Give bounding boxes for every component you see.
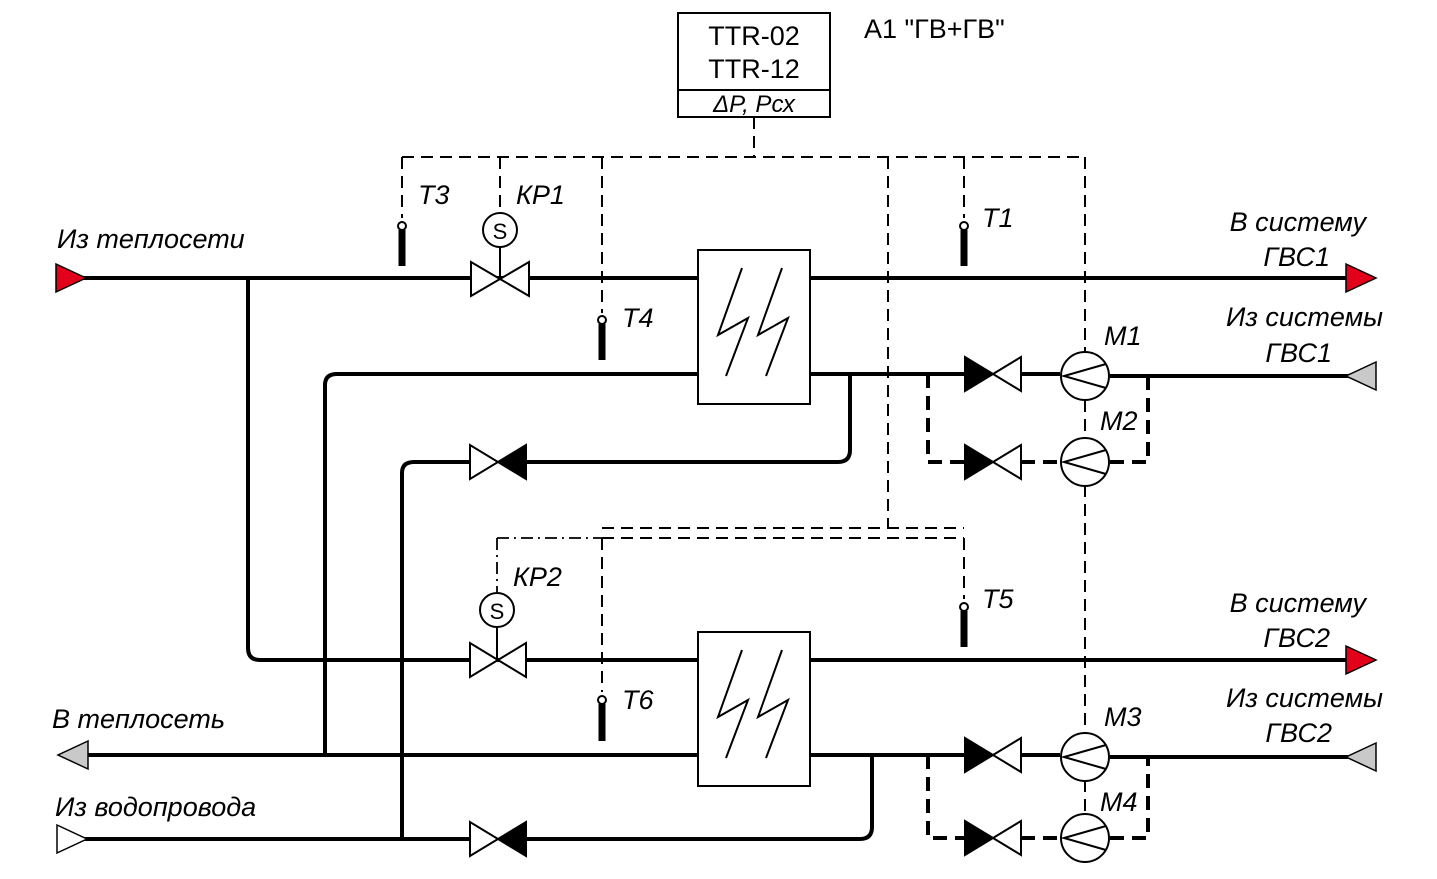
controller-inputs: ΔP, Pсх [712,91,796,118]
label-from-dhw1-line1: Из системы [1226,302,1383,332]
heat-exchanger-1 [697,249,811,405]
signal-lines [401,117,1086,815]
arrow-to-dhw2 [1345,644,1378,676]
arrow-to-dhw1 [1345,262,1378,294]
label-t3: T3 [418,180,450,210]
label-to-heat-network: В теплосеть [52,704,225,734]
pump-icon [1060,351,1110,401]
label-m4: M4 [1100,787,1138,817]
label-from-heat-network: Из теплосети [57,224,245,254]
pump-m3 [1021,732,1110,782]
control-valve-kr1: S [470,212,530,298]
arrow-to-heat-network [56,739,89,771]
flow-arrows [55,262,1378,855]
label-from-dhw2-line1: Из системы [1226,683,1383,713]
label-t4: T4 [622,303,654,333]
heat-exchanger-2 [697,631,811,787]
sensor-t4 [597,315,607,360]
actuator-icon [479,592,515,628]
actuator-icon [482,212,518,248]
pump-icon [1060,732,1110,782]
pump-m2 [1021,437,1110,487]
controller-model-1: TTR-02 [708,21,800,51]
sensor-t6 [597,695,607,741]
label-m1: M1 [1104,321,1142,351]
label-kr1: КР1 [516,180,565,210]
actuator-letter: S [493,219,508,244]
pump-m4 [1021,813,1110,863]
arrow-from-dhw2 [1344,741,1377,773]
controller-block: TTR-02 TTR-12 ΔP, Pсх [677,12,831,118]
check-valves [469,355,1022,858]
scheme-title: А1 "ГВ+ГВ" [864,14,1005,44]
sensor-t3 [397,221,407,266]
labels: Из теплосети В теплосеть Из водопровода … [52,180,1383,822]
label-kr2: КР2 [513,562,562,592]
label-to-dhw1-line2: ГВС1 [1263,242,1330,272]
pump-icon [1060,813,1110,863]
pump-m1 [1021,351,1110,401]
label-t6: T6 [622,685,654,715]
sensor-t5 [959,602,969,647]
sensor-t1 [959,221,969,266]
label-t1: T1 [982,203,1014,233]
label-t5: T5 [982,584,1014,614]
label-to-dhw2-line1: В систему [1230,588,1368,618]
label-to-dhw1-line1: В систему [1230,207,1368,237]
label-from-water-supply: Из водопровода [55,792,256,822]
pipes [80,276,1350,841]
label-to-dhw2-line2: ГВС2 [1263,623,1330,653]
label-from-dhw1-line2: ГВС1 [1265,338,1332,368]
label-m2: M2 [1100,406,1138,436]
pump-icon [1060,437,1110,487]
actuator-letter: S [490,599,505,624]
label-m3: M3 [1104,702,1142,732]
arrow-from-water-supply [56,823,89,855]
controller-box [677,12,831,118]
arrow-from-dhw1 [1344,360,1377,392]
label-from-dhw2-line2: ГВС2 [1265,718,1332,748]
control-valve-kr2: S [469,592,527,679]
controller-model-2: TTR-12 [708,54,800,84]
arrow-in-heat-network [55,262,88,294]
